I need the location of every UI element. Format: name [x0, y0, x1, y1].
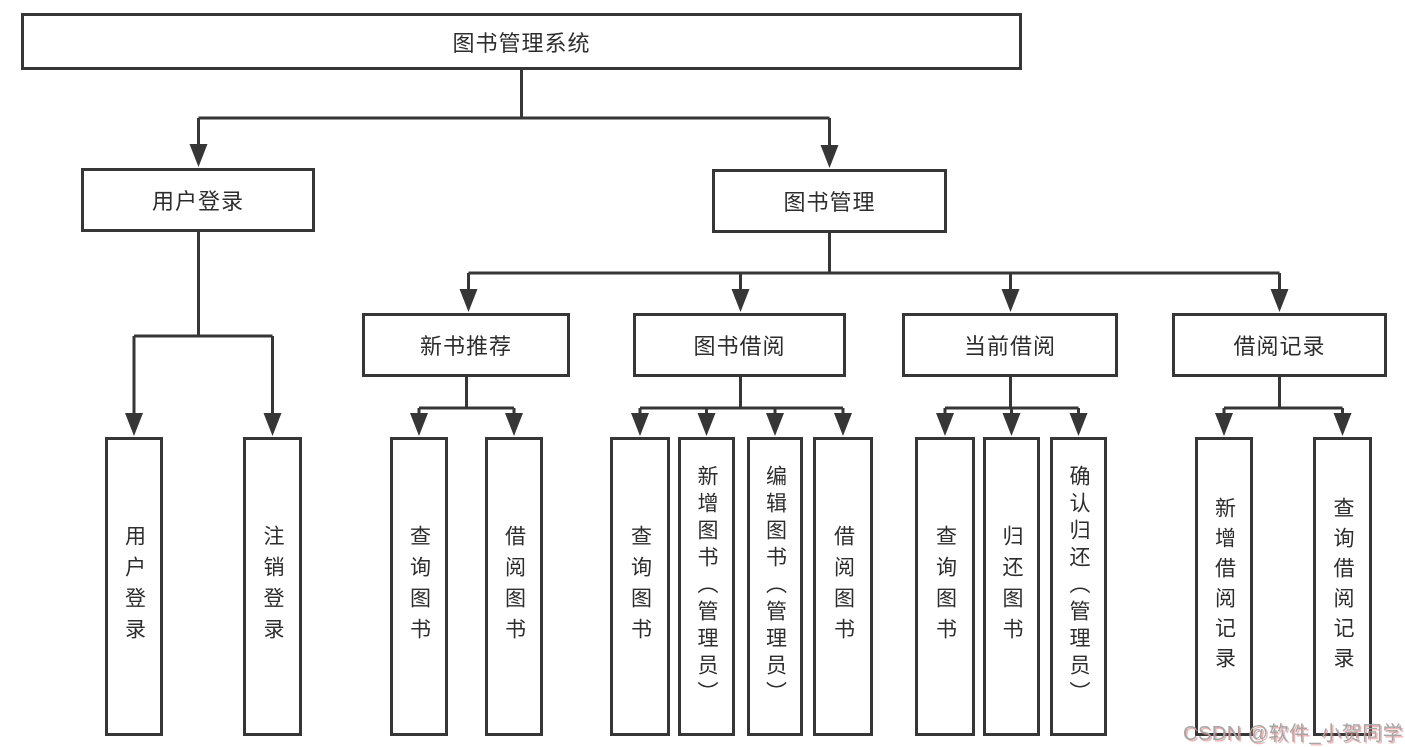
arrowhead [505, 413, 523, 436]
arrowhead [1215, 413, 1233, 436]
arrowhead [820, 145, 839, 168]
arrowhead [766, 413, 784, 436]
node-borrow-records-label: 借阅记录 [1233, 334, 1326, 359]
node-user-login-label: 用户登录 [151, 189, 244, 214]
leaf-user-login: 用户登录 [105, 437, 163, 736]
leaf-borrow-add-book: 新增图书（管理员） [678, 437, 735, 736]
leaf-newbook-query-book: 查询图书 [390, 437, 448, 736]
node-book-management-label: 图书管理 [783, 190, 876, 215]
leaf-records-query-record-label: 查询借阅记录 [1331, 496, 1354, 677]
node-user-login: 用户登录 [81, 168, 315, 232]
node-new-book-recommend-label: 新书推荐 [419, 334, 512, 359]
leaf-current-return-book: 归还图书 [983, 437, 1040, 736]
arrowhead [834, 413, 852, 436]
node-root: 图书管理系统 [21, 13, 1022, 70]
leaf-records-query-record: 查询借阅记录 [1313, 437, 1372, 736]
leaf-current-query-book: 查询图书 [915, 437, 975, 736]
leaf-borrow-edit-book: 编辑图书（管理员） [747, 437, 803, 736]
leaf-newbook-borrow-book: 借阅图书 [485, 437, 543, 736]
node-current-borrow-label: 当前借阅 [963, 334, 1056, 359]
arrowhead [936, 413, 954, 436]
node-book-borrow: 图书借阅 [633, 313, 846, 377]
arrowhead [263, 413, 282, 436]
leaf-current-return-book-label: 归还图书 [1000, 524, 1023, 649]
leaf-current-confirm-return-label: 确认归还（管理员） [1067, 465, 1090, 708]
leaf-records-add-record-label: 新增借阅记录 [1212, 496, 1236, 677]
node-current-borrow: 当前借阅 [902, 313, 1118, 377]
leaf-current-confirm-return: 确认归还（管理员） [1050, 437, 1107, 736]
leaf-user-login-label: 用户登录 [122, 524, 146, 649]
node-book-management: 图书管理 [712, 169, 947, 233]
arrowhead [1002, 413, 1021, 436]
leaf-borrow-add-book-label: 新增图书（管理员） [695, 465, 718, 708]
node-book-borrow-label: 图书借阅 [693, 334, 786, 359]
leaf-current-query-book-label: 查询图书 [933, 524, 957, 649]
leaf-records-add-record: 新增借阅记录 [1195, 437, 1253, 736]
csdn-watermark: CSDN @软件_小贺同学 [1183, 723, 1404, 745]
arrowhead [125, 413, 143, 436]
leaf-newbook-query-book-label: 查询图书 [407, 524, 431, 649]
arrowhead [189, 144, 208, 167]
node-borrow-records: 借阅记录 [1172, 313, 1387, 377]
arrowhead [1069, 413, 1088, 436]
leaf-logout-label: 注销登录 [261, 524, 284, 649]
leaf-borrow-query-book: 查询图书 [610, 437, 670, 736]
arrowhead [459, 289, 478, 312]
arrowhead [410, 413, 428, 436]
leaf-borrow-query-book-label: 查询图书 [628, 524, 652, 649]
arrowhead [731, 289, 750, 312]
arrowhead [631, 413, 649, 436]
arrowhead [697, 413, 716, 436]
node-new-book-recommend: 新书推荐 [362, 313, 570, 377]
arrowhead [1270, 289, 1289, 312]
node-root-label: 图书管理系统 [452, 30, 591, 56]
leaf-borrow-borrow-book-label: 借阅图书 [831, 524, 855, 649]
leaf-newbook-borrow-book-label: 借阅图书 [502, 524, 526, 649]
leaf-logout: 注销登录 [243, 437, 302, 736]
leaf-borrow-borrow-book: 借阅图书 [813, 437, 873, 736]
arrowhead [1001, 289, 1020, 312]
arrowhead [1333, 413, 1352, 436]
leaf-borrow-edit-book-label: 编辑图书（管理员） [763, 465, 787, 708]
